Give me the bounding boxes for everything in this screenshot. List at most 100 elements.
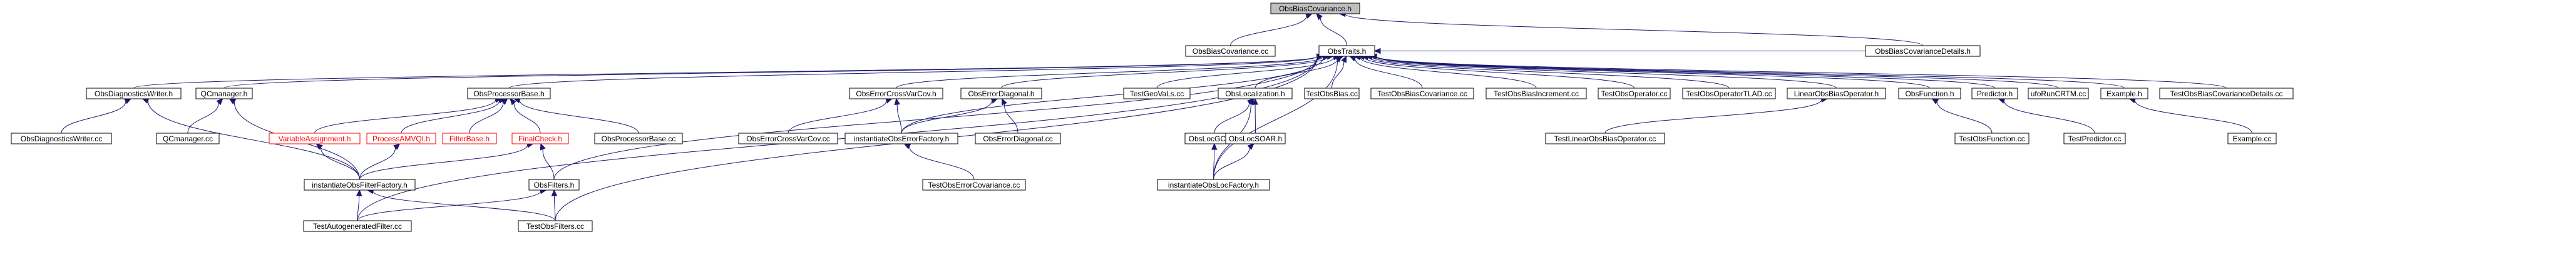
node-box <box>960 88 1042 99</box>
node-testobsbias[interactable]: TestObsBias.cc <box>1304 88 1360 99</box>
node-testobsfunction[interactable]: TestObsFunction.cc <box>1954 133 2029 144</box>
edge-obsbiascovdetails-to-obstraits <box>1373 48 1865 54</box>
node-obsdiagwriter-h[interactable]: ObsDiagnosticsWriter.h <box>86 88 182 99</box>
edge-qcmanager-cc-to-qcmanager-h <box>187 98 223 134</box>
graph-edges <box>61 11 2252 221</box>
node-testpredictor[interactable]: TestPredictor.cc <box>2063 133 2126 144</box>
node-label: ObsErrorCrossVarCov.h <box>856 89 936 98</box>
edge-testobsbias-to-obstraits <box>1332 55 1347 89</box>
node-testobsop[interactable]: TestObsOperator.cc <box>1598 88 1671 99</box>
node-label: TestObsBias.cc <box>1306 89 1358 98</box>
node-obsprocbase-h[interactable]: ObsProcessorBase.h <box>467 88 551 99</box>
edge-testobsop-to-obstraits <box>1357 54 1634 89</box>
node-obsbiascovdetails[interactable]: ObsBiasCovarianceDetails.h <box>1865 45 1981 57</box>
node-obsloc-h[interactable]: ObsLocalization.h <box>1218 88 1293 99</box>
node-testobsoptlad[interactable]: TestObsOperatorTLAD.cc <box>1682 88 1776 99</box>
node-label: instantiateObsLocFactory.h <box>1168 181 1259 189</box>
node-varassign-h[interactable]: VariableAssignment.h <box>269 133 361 144</box>
edge-testpredictor-to-predictor-h <box>1998 98 2095 134</box>
node-obslocsoar-h[interactable]: ObsLocSOAR.h <box>1225 133 1286 144</box>
edge-obsbiascovdetails-to-root <box>1338 11 1923 46</box>
node-label: QCmanager.cc <box>163 134 213 143</box>
node-obserrcrossvarcov-cc[interactable]: ObsErrorCrossVarCov.cc <box>738 133 838 144</box>
node-instobserrfactory-h[interactable]: instantiateObsErrorFactory.h <box>844 133 958 144</box>
edge-instobsfilterfactory-h-to-processamvqi-h <box>359 143 401 180</box>
node-label: ObsErrorCrossVarCov.cc <box>746 134 830 143</box>
node-box <box>594 133 683 144</box>
node-obsprocbase-cc[interactable]: ObsProcessorBase.cc <box>594 133 683 144</box>
node-testlinobsbiasop[interactable]: TestLinearObsBiasOperator.cc <box>1545 133 1665 144</box>
edge-obserrdiag-h-to-obstraits <box>1001 54 1334 89</box>
node-label: FinalCheck.h <box>518 134 562 143</box>
node-testobsbiascovdetails[interactable]: TestObsBiasCovarianceDetails.cc <box>2159 88 2294 99</box>
edge-testobsfunction-to-obsfunction-h <box>1931 98 1993 134</box>
node-testobserrcov[interactable]: TestObsErrorCovariance.cc <box>922 179 1026 191</box>
node-testgeovals[interactable]: TestGeoVaLs.cc <box>1123 88 1191 99</box>
node-box <box>1865 45 1981 57</box>
node-box <box>1787 88 1886 99</box>
node-linobsbiasop-h[interactable]: LinearObsBiasOperator.h <box>1787 88 1886 99</box>
node-box <box>738 133 838 144</box>
node-obserrdiag-cc[interactable]: ObsErrorDiagonal.cc <box>975 133 1061 144</box>
node-box <box>518 220 593 232</box>
edge-finalcheck-h-to-obsprocbase-h <box>510 98 541 134</box>
node-box <box>1971 88 2018 99</box>
node-label: ObsBiasCovariance.h <box>1279 4 1352 13</box>
node-box <box>1157 179 1270 191</box>
edge-obsfilters-h-to-obstraits <box>553 54 1324 180</box>
node-label: TestObsBiasCovarianceDetails.cc <box>2170 89 2282 98</box>
node-root: ObsBiasCovariance.h <box>1270 3 1360 14</box>
edge-obstraits-to-root <box>1316 13 1347 46</box>
edge-obsbiascov-cc-to-root <box>1230 13 1313 46</box>
node-box <box>1486 88 1587 99</box>
node-obsfunction-h[interactable]: ObsFunction.h <box>1898 88 1961 99</box>
node-box <box>1545 133 1665 144</box>
node-testobsfilters[interactable]: TestObsFilters.cc <box>518 220 593 232</box>
node-box <box>1682 88 1776 99</box>
node-ufocrtm[interactable]: ufoRunCRTM.cc <box>2028 88 2089 99</box>
node-finalcheck-h[interactable]: FinalCheck.h <box>511 133 569 144</box>
node-box <box>366 133 436 144</box>
node-testobsbiascov[interactable]: TestObsBiasCovariance.cc <box>1370 88 1474 99</box>
node-testautogenfilter[interactable]: TestAutogeneratedFilter.cc <box>303 220 412 232</box>
node-box <box>1318 45 1375 57</box>
node-instobsfilterfactory-h[interactable]: instantiateObsFilterFactory.h <box>304 179 416 191</box>
node-label: QCmanager.h <box>201 89 248 98</box>
node-obserrcrossvarcov-h[interactable]: ObsErrorCrossVarCov.h <box>849 88 943 99</box>
node-label: ObsDiagnosticsWriter.h <box>95 89 173 98</box>
node-label: TestGeoVaLs.cc <box>1130 89 1184 98</box>
edge-obsprocbase-cc-to-obsprocbase-h <box>513 97 639 134</box>
node-example-h[interactable]: Example.h <box>2100 88 2148 99</box>
node-predictor-h[interactable]: Predictor.h <box>1971 88 2018 99</box>
node-label: Predictor.h <box>1977 89 2013 98</box>
edge-obserrcrossvarcov-cc-to-obserrcrossvarcov-h <box>788 98 893 134</box>
node-obsfilters-h[interactable]: ObsFilters.h <box>528 179 580 191</box>
node-box <box>1185 45 1276 57</box>
node-box <box>86 88 182 99</box>
node-qcmanager-cc[interactable]: QCmanager.cc <box>156 133 220 144</box>
node-qcmanager-h[interactable]: QCmanager.h <box>195 88 253 99</box>
node-label: ObsBiasCovarianceDetails.h <box>1875 47 1971 56</box>
node-box <box>1370 88 1474 99</box>
node-box <box>1598 88 1671 99</box>
node-filterbase-h[interactable]: FilterBase.h <box>442 133 497 144</box>
node-box <box>304 179 416 191</box>
node-obsbiascov-cc[interactable]: ObsBiasCovariance.cc <box>1185 45 1276 57</box>
node-example-cc[interactable]: Example.cc <box>2227 133 2277 144</box>
edge-testautogenfilter-to-instobsfilterfactory-h <box>356 189 362 221</box>
node-obserrdiag-h[interactable]: ObsErrorDiagonal.h <box>960 88 1042 99</box>
node-box <box>511 133 569 144</box>
node-instobslocfactory-h[interactable]: instantiateObsLocFactory.h <box>1157 179 1270 191</box>
node-obsdiagwriter-cc[interactable]: ObsDiagnosticsWriter.cc <box>11 133 112 144</box>
edge-obsfilters-h-to-finalcheck-h <box>540 143 555 180</box>
node-box <box>2159 88 2294 99</box>
edge-varassign-h-to-obsprocbase-h <box>314 97 502 134</box>
node-label: instantiateObsErrorFactory.h <box>854 134 950 143</box>
edge-instobslocfactory-h-to-obslocsoar-h <box>1213 143 1255 180</box>
node-processamvqi-h[interactable]: ProcessAMVQI.h <box>366 133 436 144</box>
node-testobsbiasinc[interactable]: TestObsBiasIncrement.cc <box>1486 88 1587 99</box>
node-obstraits[interactable]: ObsTraits.h <box>1318 45 1375 57</box>
edge-filterbase-h-to-obsprocbase-h <box>469 98 508 134</box>
